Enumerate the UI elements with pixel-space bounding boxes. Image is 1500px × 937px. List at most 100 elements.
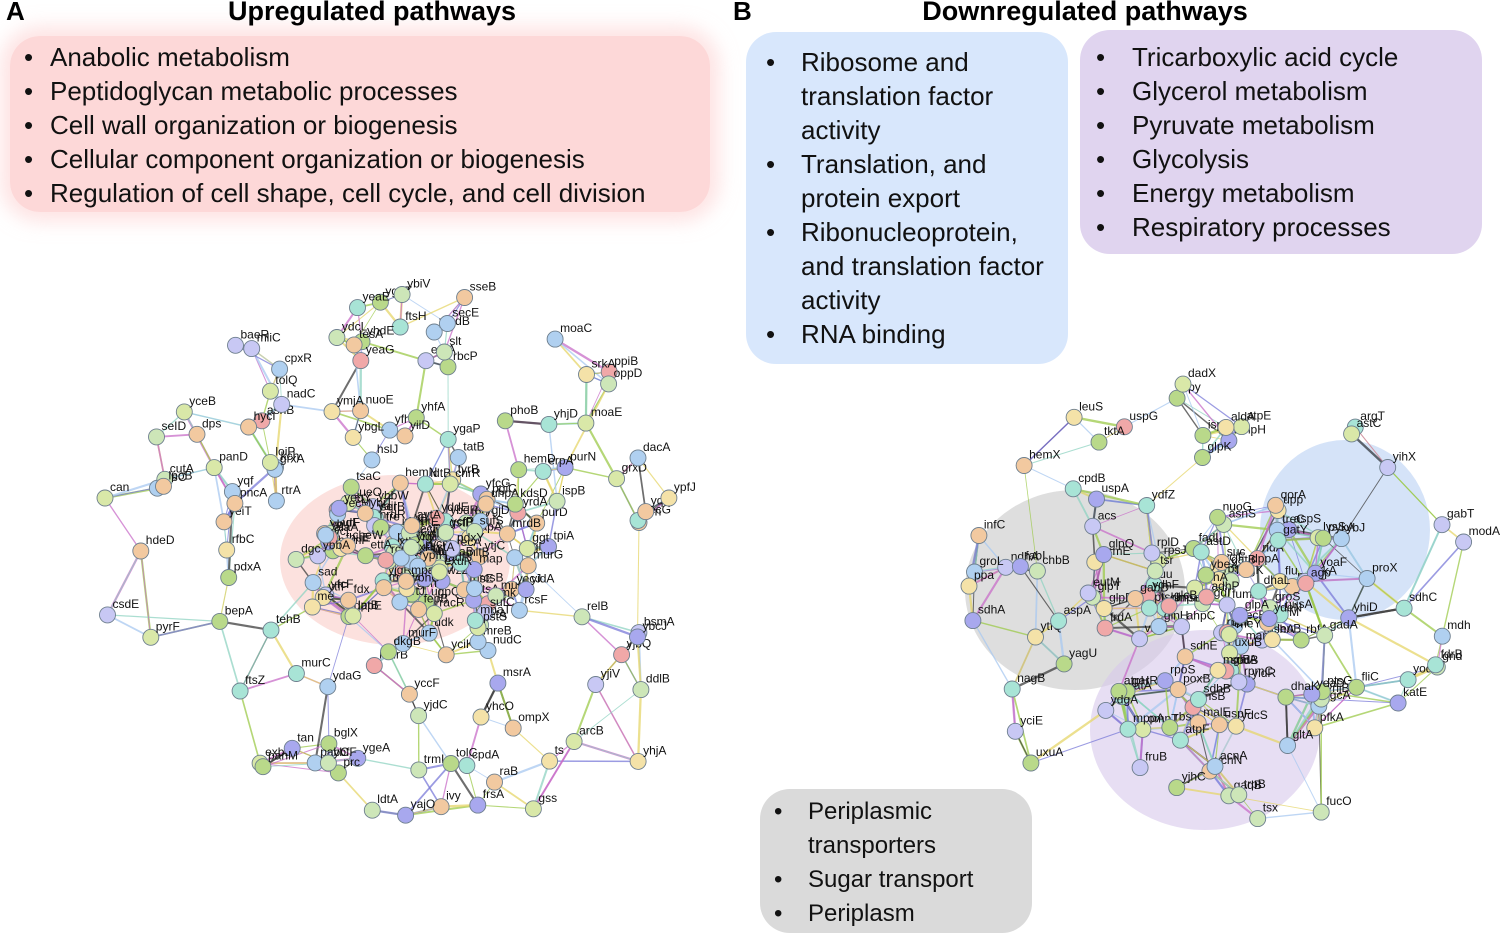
network-b-node-label: infC: [984, 518, 1006, 532]
network-b-node-label: sdhA: [978, 603, 1005, 617]
network-b-node-circle: [1006, 722, 1024, 740]
network-a-node: cpxR: [271, 351, 312, 378]
network-a-node-circle: [344, 607, 362, 625]
network-a-node: csdE: [99, 597, 139, 624]
network-b-node-circle: [1003, 680, 1021, 698]
network-a-node-label: kch: [281, 449, 300, 463]
network-b-node-circle: [1249, 810, 1267, 828]
network-a-node-label: rtrA: [281, 483, 300, 497]
network-a-node: mltB: [452, 545, 490, 572]
network-a-node: ggt: [518, 531, 550, 557]
periplasm-pathway-item: Periplasmic transporters: [760, 795, 1032, 863]
network-a-node: cheW: [339, 528, 384, 555]
network-a-node-label: baeR: [241, 327, 270, 341]
network-a-node: dps: [188, 416, 221, 443]
network-b-edge: [1356, 678, 1409, 689]
network-a-node-label: dps: [202, 416, 221, 430]
network-a-node-circle: [314, 588, 332, 606]
network-a-node: ypfJ: [660, 480, 696, 507]
network-b-node-circle: [1115, 418, 1133, 436]
network-b-node-label: pykA: [1328, 520, 1355, 534]
network-a-node-circle: [261, 453, 279, 471]
network-b-node-circle: [1168, 389, 1186, 407]
network-a-node-label: lptB: [358, 598, 379, 612]
network-b-node-label: proX: [1372, 561, 1397, 575]
network-a-node-circle: [240, 418, 258, 436]
network-a-node-label: ppiB: [614, 354, 638, 368]
panel-b-title: Downregulated pathways: [922, 0, 1248, 26]
network-a-node-label: ybiT: [370, 495, 393, 509]
network-a-node-label: nuoE: [366, 393, 394, 407]
network-a-node-label: rstA: [433, 540, 454, 554]
network-b-node-label: leuB: [1277, 622, 1301, 636]
network-a-edge: [581, 615, 638, 638]
network-a-node-label: yddE: [441, 500, 468, 514]
network-a-node-circle: [540, 415, 558, 433]
network-a-node-label: ldtB: [430, 466, 451, 480]
network-a-node-circle: [577, 414, 595, 432]
network-a-node-circle: [518, 540, 536, 557]
network-b-edge: [1011, 636, 1037, 690]
network-a-node-circle: [381, 421, 399, 439]
network-a-node-label: tatB: [463, 440, 484, 454]
network-a-node: purD: [528, 505, 568, 532]
network-b-node-label: fucO: [1326, 794, 1351, 808]
network-b-node-label: gltA: [1293, 728, 1314, 742]
network-a-node: cpdA: [458, 748, 499, 774]
network-a-node-circle: [420, 624, 438, 642]
network-a-node-label: ygeA: [363, 740, 390, 754]
network-b-node-label: acs: [1098, 508, 1117, 522]
network-a-node-label: dgc: [301, 541, 320, 555]
network-a-node-circle: [400, 685, 418, 703]
network-b-node: mdh: [1433, 618, 1471, 645]
network-b-node-label: upp: [1283, 493, 1303, 507]
network-b-node: yagU: [1055, 646, 1097, 673]
network-a-node: sseB: [456, 280, 496, 306]
network-a-node-label: moaC: [560, 321, 592, 335]
network-a-node: yddE: [427, 500, 469, 527]
network-b-node-circle: [1340, 609, 1358, 627]
network-a-node: ispB: [548, 483, 585, 510]
network-a-node-label: ytjC: [485, 539, 506, 553]
network-a-node-circle: [637, 503, 655, 521]
tca-pathway-item: Pyruvate metabolism: [1080, 108, 1482, 142]
network-a-node-circle: [372, 518, 390, 536]
network-a-node-circle: [391, 318, 409, 336]
network-a-node-circle: [510, 461, 528, 479]
network-a-node: tan: [283, 730, 314, 757]
network-a-node-label: mltB: [466, 545, 490, 559]
network-b-edge: [1271, 639, 1323, 693]
network-a-node: ytjC: [471, 539, 506, 566]
network-a-node-label: dapE: [354, 599, 382, 613]
network-a-node-circle: [456, 289, 474, 306]
ribosome-pathway-item: Ribosome and translation factor activity: [746, 45, 1068, 147]
network-a-node: exuR: [430, 554, 473, 581]
network-a-edge: [519, 609, 583, 618]
network-a-nodes: ybdRydgJyciKrfbCyecJbglXyfhGyddEyjiAcpdA…: [96, 277, 696, 824]
network-a-node-label: ymjA: [337, 394, 364, 408]
network-a-edge: [140, 550, 152, 638]
network-a-edge: [637, 457, 647, 512]
network-b-node-label: dadX: [1188, 366, 1216, 380]
network-b-edge: [1354, 426, 1389, 468]
network-b-node-label: ybeX: [1211, 557, 1238, 571]
network-a-node: purN: [556, 450, 596, 476]
network-b-node-label: mdh: [1447, 618, 1470, 632]
network-a-edge: [527, 565, 583, 618]
network-a-node-circle: [309, 547, 327, 565]
network-a-node-circle: [510, 601, 528, 619]
network-a-edge: [536, 467, 566, 524]
network-b-node-label: frdA: [1110, 610, 1132, 624]
network-b-node-label: gabT: [1447, 507, 1475, 521]
network-b-node-label: treC: [1282, 512, 1305, 526]
periplasm-pathway-item: Periplasm: [760, 897, 1032, 931]
network-a-node: yhjA: [629, 743, 666, 770]
network-a-node: ydaG: [319, 669, 361, 696]
network-b-node: modA: [1455, 524, 1500, 551]
network-a-node-circle: [466, 522, 484, 540]
network-a-node-label: yhcO: [486, 699, 514, 713]
network-b-edge: [1341, 467, 1389, 539]
network-a-node-label: hslJ: [377, 442, 398, 456]
network-a-node-circle: [489, 674, 507, 692]
